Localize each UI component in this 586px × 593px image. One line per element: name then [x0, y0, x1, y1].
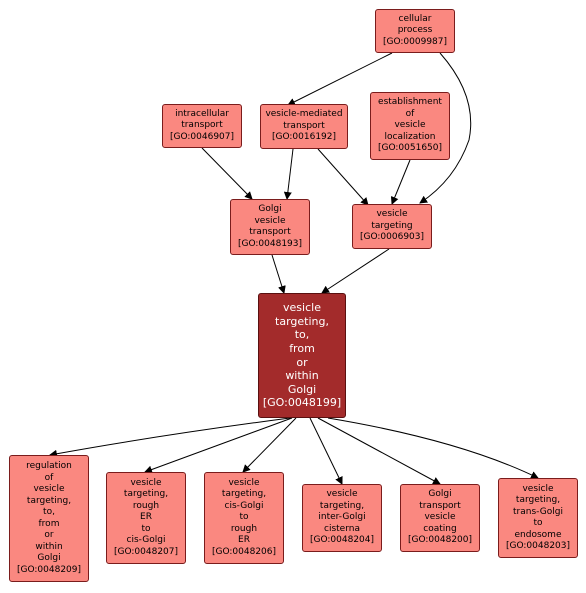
node-label-line: establishment: [378, 97, 442, 108]
node-label-line: [GO:0048209]: [16, 564, 82, 575]
edge-golgi-vesicle-to-focus: [271, 254, 286, 294]
node-label-line: trans-Golgi: [513, 506, 563, 517]
node-label-line: of: [44, 472, 54, 483]
edge-focus-to-trans-golgi: [327, 417, 539, 479]
node-label-line: transport: [249, 227, 291, 237]
edge-vesicle-mediated-to-vesicle-targeting: [317, 148, 369, 206]
node-label-line: [GO:0009987]: [382, 36, 448, 47]
node-label-line: or: [296, 355, 308, 369]
node-label-line: to: [239, 512, 249, 523]
edge-focus-to-rough-er: [144, 417, 293, 474]
node-label-line: coating: [423, 523, 457, 534]
node-label-line: regulation: [26, 461, 72, 471]
node-label-line: targeting,: [319, 500, 365, 511]
node-label-line: vesicle: [394, 120, 426, 131]
node-label-line: of: [405, 108, 415, 119]
node-label-line: vesicle: [376, 209, 408, 220]
node-label-line: Golgi: [258, 204, 282, 214]
edge-vesicle-mediated-to-golgi-vesicle: [283, 148, 294, 200]
node-label-line: cis-Golgi: [224, 500, 264, 511]
node-label-line: localization: [384, 131, 436, 142]
node-label-line: endosome: [514, 529, 562, 540]
node-label-line: vesicle: [326, 489, 358, 500]
node-label-line: vesicle: [254, 215, 286, 226]
edge-cellular-to-vesicle-targeting: [419, 52, 472, 204]
node-label-line: inter-Golgi: [318, 512, 366, 523]
node-label-line: transport: [283, 120, 325, 131]
edge-vesicle-targeting-to-focus: [321, 248, 390, 294]
node-label-line: ER: [238, 535, 250, 546]
edge-focus-to-cis-golgi: [242, 417, 297, 473]
node-label-line: [GO:0048206]: [211, 546, 277, 557]
node-label-line: [GO:0016192]: [271, 132, 337, 143]
node-label-line: intracellular: [175, 108, 229, 119]
edge-establishment-to-vesicle-targeting: [390, 159, 411, 205]
node-label-line: [GO:0048204]: [309, 535, 375, 546]
node-label-line: vesicle-mediated: [265, 109, 343, 120]
node-label-line: to,: [43, 507, 55, 517]
edge-focus-to-coating: [317, 417, 441, 485]
node-label-line: targeting,: [26, 495, 72, 506]
node-label-line: vesicle: [283, 301, 321, 315]
node-label-line: [GO:0048203]: [505, 541, 571, 551]
node-label-line: within: [35, 541, 63, 552]
node-label-line: targeting: [371, 220, 413, 231]
edge-intracellular-to-golgi-vesicle: [201, 147, 253, 200]
node-label-line: [GO:0051650]: [377, 143, 443, 154]
node-label-line: cis-Golgi: [126, 535, 166, 546]
node-label-line: [GO:0048193]: [237, 238, 303, 249]
edge-focus-to-regulation: [49, 417, 291, 458]
node-label-line: ER: [140, 512, 152, 523]
node-label-line: [GO:0048200]: [407, 535, 473, 546]
node-label-line: from: [38, 518, 60, 529]
node-label-line: transport: [181, 120, 223, 131]
edge-focus-to-inter-golgi: [309, 417, 343, 485]
edge-cellular-to-vesicle-mediated: [287, 52, 393, 106]
node-label-line: to,: [294, 328, 310, 342]
node-label-line: targeting,: [515, 495, 561, 505]
node-label-line: [GO:0046907]: [169, 131, 235, 142]
node-label-line: targeting,: [123, 489, 169, 500]
node-label-line: [GO:0006903]: [359, 232, 425, 243]
node-label-line: vesicle: [33, 484, 65, 494]
node-label-line: vesicle: [522, 483, 554, 494]
node-label-line: targeting,: [275, 314, 329, 328]
node-label-line: from: [289, 341, 315, 355]
node-label-line: to: [141, 523, 151, 534]
node-label-line: cisterna: [324, 523, 360, 534]
node-label-line: targeting,: [221, 489, 267, 500]
node-label-line: vesicle: [228, 477, 260, 488]
node-label-line: [GO:0048207]: [113, 546, 179, 557]
node-label-line: Golgi: [428, 489, 452, 500]
node-label-line: rough: [132, 500, 160, 511]
node-label-line: Golgi: [37, 553, 61, 563]
node-label-line: to: [533, 518, 543, 528]
node-label-line: vesicle: [130, 477, 162, 488]
node-label-line: Golgi: [287, 382, 317, 396]
node-label-line: rough: [230, 523, 258, 534]
node-label-line: process: [397, 25, 433, 36]
node-label-line: vesicle: [424, 512, 456, 523]
node-label-line: [GO:0048199]: [262, 396, 342, 410]
node-label-line: cellular: [398, 13, 432, 24]
node-label-line: within: [285, 369, 319, 383]
node-label-line: or: [44, 530, 54, 540]
node-label-line: transport: [419, 500, 461, 511]
